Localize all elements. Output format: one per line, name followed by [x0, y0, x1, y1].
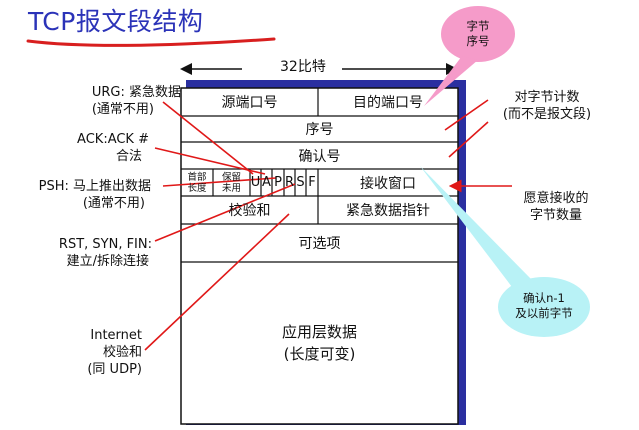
byte-count-annotation-line1: 对字节计数 — [514, 90, 580, 105]
urg-annotation-line2: (通常不用) — [91, 102, 154, 117]
checksum-annotation-line3: (同 UDP) — [87, 362, 142, 377]
flag-rst: R — [284, 175, 295, 190]
page-title: TCP报文段结构 — [28, 7, 204, 36]
unused-line1: 保留 — [221, 171, 241, 183]
field-seq: 序号 — [305, 122, 334, 138]
field-urg-ptr: 紧急数据指针 — [346, 203, 430, 219]
field-dst-port: 目的端口号 — [353, 95, 423, 111]
pink-bubble-tail — [424, 56, 478, 106]
cyan-bubble-tail — [420, 166, 532, 287]
flag-ack: A — [262, 175, 271, 190]
field-src-port: 源端口号 — [221, 95, 278, 111]
flag-syn: S — [296, 175, 305, 190]
checksum-annotation-line2: 校验和 — [102, 345, 142, 360]
pink-bubble — [441, 6, 515, 62]
flag-urg: U — [250, 175, 261, 190]
flags-annotation-line1: RST, SYN, FIN: — [58, 237, 152, 252]
checksum-annotation-line1: Internet — [90, 328, 142, 343]
urg-annotation-line1: URG: 紧急数据 — [91, 85, 181, 100]
segment-box — [180, 87, 459, 425]
ack-annotation-line2: 合法 — [115, 149, 142, 164]
cyan-bubble — [498, 277, 590, 337]
cyan-bubble-line2: 及以前字节 — [515, 306, 573, 320]
row-dividers — [181, 88, 458, 263]
header-length-line2: 长度 — [187, 182, 207, 194]
pointer-lines — [144, 99, 512, 351]
pink-bubble-line2: 序号 — [466, 34, 490, 48]
psh-annotation-line2: (通常不用) — [82, 196, 145, 211]
pink-bubble-line1: 字节 — [466, 19, 490, 33]
flags-annotation-line2: 建立/拆除连接 — [66, 254, 149, 269]
field-app-data: 应用层数据 (长度可变) — [181, 262, 458, 424]
field-options: 可选项 — [298, 236, 341, 252]
window-annotation-line2: 字节数量 — [529, 208, 582, 223]
app-data-line1: 应用层数据 — [281, 323, 357, 341]
window-annotation-line1: 愿意接收的 — [523, 191, 589, 206]
byte-count-annotation-line2: (而不是报文段) — [502, 107, 592, 122]
field-checksum: 校验和 — [228, 203, 271, 219]
header-length-line1: 首部 — [187, 171, 207, 183]
title-underline — [26, 37, 276, 47]
width-label: 32比特 — [280, 59, 326, 75]
flag-psh: P — [274, 175, 282, 190]
flag-fin: F — [308, 175, 316, 190]
field-header-length: 首部 长度 — [181, 169, 213, 196]
ack-annotation-line1: ACK:ACK # — [77, 132, 149, 147]
psh-annotation-line1: PSH: 马上推出数据 — [38, 179, 151, 194]
unused-line2: 未用 — [221, 182, 241, 194]
field-unused: 保留 未用 — [213, 169, 250, 196]
app-data-line2: (长度可变) — [283, 345, 356, 363]
field-recv-window: 接收窗口 — [360, 175, 416, 192]
cyan-bubble-line1: 确认n-1 — [523, 291, 565, 305]
field-ack: 确认号 — [298, 148, 341, 165]
